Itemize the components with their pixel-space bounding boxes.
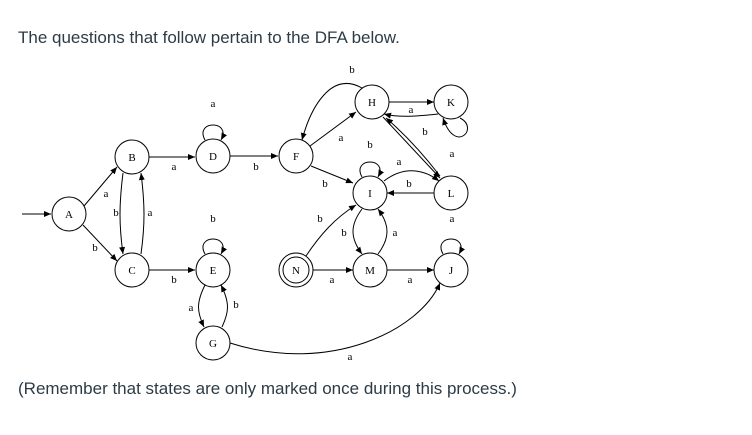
edge-label-n-m: a <box>330 274 335 286</box>
state-label: B <box>128 152 135 164</box>
edge-i-i <box>359 161 384 178</box>
state-label: I <box>368 188 372 200</box>
edge-label-a-c: b <box>92 242 98 254</box>
edge-label-g-e: b <box>233 299 239 311</box>
edge-k-h <box>383 112 439 119</box>
edge-label-n-i: b <box>317 213 323 225</box>
state-label: E <box>210 265 217 277</box>
edge-d-d <box>202 124 227 141</box>
edge-b-c <box>119 172 126 255</box>
state-label: J <box>449 265 454 277</box>
state-h: H <box>354 84 390 120</box>
edge-a-c <box>82 224 118 262</box>
edge-label-l-i: b <box>406 178 412 190</box>
edge-n-i <box>305 204 357 257</box>
edge-g-j <box>229 282 441 355</box>
state-j: J <box>433 252 469 288</box>
state-label: N <box>292 265 300 277</box>
edge-h-l <box>382 116 441 179</box>
state-label: L <box>448 188 455 200</box>
state-label: G <box>209 338 217 350</box>
edge-label-d-f: b <box>253 161 259 173</box>
edge-label-i-i: b <box>367 139 373 151</box>
state-a: A <box>51 196 87 232</box>
state-m: M <box>352 252 388 288</box>
edge-label-f-i: b <box>322 178 328 190</box>
state-c: C <box>114 252 150 288</box>
edge-h-f <box>300 83 363 141</box>
edge-l-h <box>385 117 441 177</box>
state-label: H <box>368 97 376 109</box>
edge-i-l <box>383 170 440 182</box>
edge-f-h <box>309 111 357 147</box>
edge-label-m-i: a <box>393 227 398 239</box>
state-e: E <box>195 252 231 288</box>
transition-edges <box>22 83 468 355</box>
edge-label-f-h: a <box>339 132 344 144</box>
state-n: N <box>278 252 314 288</box>
state-d: D <box>195 138 231 174</box>
edge-label-k-k: a <box>450 148 455 160</box>
edge-e-g <box>198 284 206 328</box>
edge-label-b-c: b <box>113 207 119 219</box>
edge-label-d-d: a <box>211 98 216 110</box>
state-label: C <box>128 265 135 277</box>
state-i: I <box>352 175 388 211</box>
edge-label-c-e: b <box>171 274 177 286</box>
edge-f-i <box>310 165 354 184</box>
state-k: K <box>433 84 469 120</box>
accepting-ring <box>282 256 310 284</box>
state-b: B <box>114 139 150 175</box>
edge-label-i-m: b <box>341 227 347 239</box>
edge-label-c-b: a <box>148 207 153 219</box>
edge-j-j <box>440 238 465 255</box>
edge-label-j-j: a <box>450 213 455 225</box>
state-label: F <box>293 151 299 163</box>
edge-m-i <box>377 208 388 255</box>
edge-label-g-j: a <box>348 351 353 363</box>
outro-text: (Remember that states are only marked on… <box>18 379 517 398</box>
edge-label-b-d: a <box>172 161 177 173</box>
state-f: F <box>278 138 314 174</box>
edge-label-i-l: a <box>397 156 402 168</box>
state-label: A <box>65 209 73 221</box>
intro-text: The questions that follow pertain to the… <box>18 28 400 47</box>
edge-c-b <box>138 172 145 255</box>
state-label: D <box>209 151 217 163</box>
state-label: K <box>447 97 455 109</box>
edge-e-e <box>202 238 227 255</box>
edge-label-k-h: b <box>422 126 428 138</box>
edge-label-e-e: b <box>210 213 216 225</box>
edge-label-h-f: b <box>349 64 355 76</box>
edge-k-k <box>442 117 468 138</box>
edge-label-a-b: a <box>104 188 109 200</box>
edge-i-m <box>352 208 363 255</box>
edge-label-e-g: a <box>189 302 194 314</box>
state-label: M <box>365 265 375 277</box>
edge-label-m-j: a <box>408 274 413 286</box>
state-l: L <box>433 175 469 211</box>
states: A B C D E F G H I J K L M N <box>51 84 469 361</box>
state-g: G <box>195 325 231 361</box>
edge-g-e <box>220 284 228 328</box>
edge-label-h-k: a <box>409 104 414 116</box>
edge-a-b <box>83 166 118 207</box>
